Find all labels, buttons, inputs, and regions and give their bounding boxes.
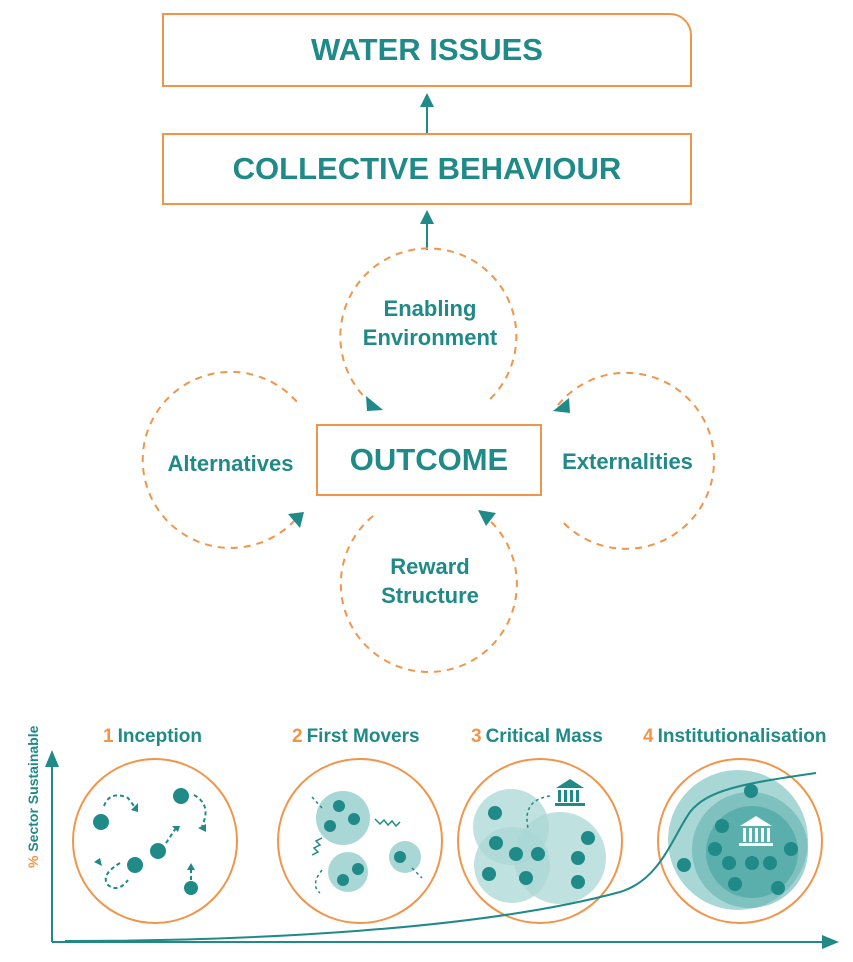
reward-arrowhead-icon xyxy=(478,510,496,526)
stage-4-clusters xyxy=(668,770,808,910)
externalities-loop xyxy=(557,371,715,550)
y-axis-label: % Sector Sustainable xyxy=(25,725,41,868)
stage-1-dots xyxy=(93,788,198,895)
outcome-label: OUTCOME xyxy=(349,442,509,477)
institution-icon xyxy=(739,816,773,846)
collective-behaviour-box: COLLECTIVE BEHAVIOUR xyxy=(162,133,692,205)
x-axis-arrowhead xyxy=(822,935,839,949)
collective-behaviour-label: COLLECTIVE BEHAVIOUR xyxy=(232,151,622,186)
alternatives-label: Alternatives xyxy=(167,451,294,476)
stage-1-motion-paths xyxy=(103,794,207,890)
enabling-arrowhead-icon xyxy=(366,396,383,411)
stage-2-dots xyxy=(324,800,406,886)
stage-2-interaction-lines xyxy=(311,796,423,894)
enabling-environment-loop xyxy=(339,247,518,405)
outcome-box: OUTCOME xyxy=(316,424,542,496)
adoption-s-curve xyxy=(64,772,817,942)
stage-1-circle xyxy=(72,758,238,924)
stage-3-dots xyxy=(482,806,595,889)
arrowhead-collective-behaviour xyxy=(420,210,434,224)
enabling-environment-label: Enabling Environment xyxy=(362,296,498,350)
stage-4-dots xyxy=(677,784,798,895)
reward-structure-loop xyxy=(339,515,518,673)
alternatives-arrowhead-icon xyxy=(288,512,304,528)
stage-2-circle xyxy=(277,758,443,924)
arrowhead-water-issues xyxy=(420,93,434,107)
institution-icon xyxy=(555,779,585,806)
reward-structure-label: Reward Structure xyxy=(381,554,479,608)
y-axis-arrowhead xyxy=(45,750,59,767)
alternatives-loop xyxy=(141,370,298,549)
externalities-label: Externalities xyxy=(562,449,693,474)
externalities-arrowhead-icon xyxy=(553,398,570,413)
water-issues-label: WATER ISSUES xyxy=(311,32,543,67)
water-issues-box: WATER ISSUES xyxy=(162,13,692,87)
